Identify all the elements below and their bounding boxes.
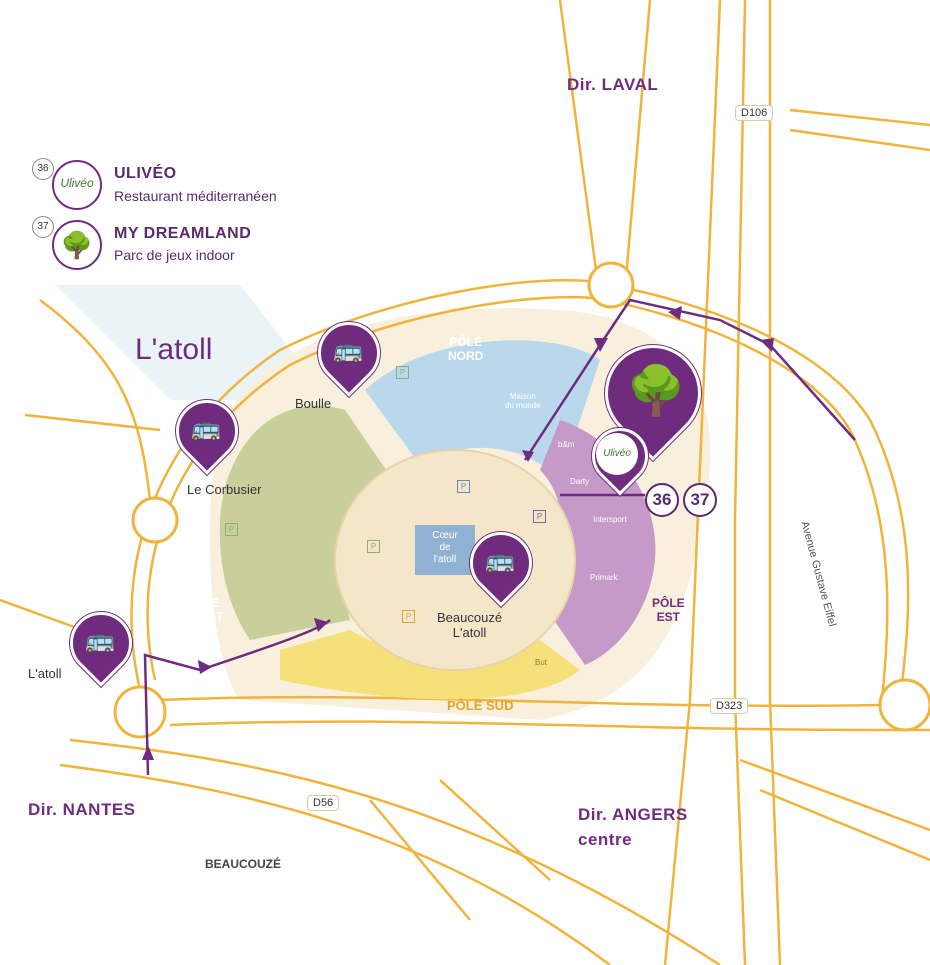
shop-maison-line2: du monde: [505, 401, 541, 410]
pole-ouest-line1: PÔLE: [186, 596, 219, 610]
coeur-line1: Cœur: [432, 530, 458, 541]
shop-maison-line1: Maison: [509, 392, 536, 401]
legend-dreamland-desc: Parc de jeux indoor: [114, 247, 235, 263]
coeur-block: [415, 525, 475, 575]
pole-nord-area: [365, 340, 600, 480]
pole-nord-line1: PÔLE: [449, 335, 482, 349]
legend-number-36: 36: [32, 158, 54, 180]
shop-intersport: Intersport: [593, 515, 627, 524]
stop-beaucouze-line1: Beaucouzé: [437, 610, 503, 625]
pole-est-line2: EST: [656, 610, 680, 624]
coeur-line2: de: [439, 542, 451, 553]
direction-angers-centre: centre: [578, 830, 633, 849]
uliveo-logo-text: Ulivéo: [60, 176, 94, 190]
shop-primark: Primark: [590, 573, 618, 582]
stop-corbusier: Le Corbusier: [187, 482, 262, 497]
tree-icon: 🌳: [60, 230, 94, 260]
parking-icon: P: [367, 540, 380, 553]
badge-36: 36: [645, 483, 679, 517]
badge-37: 37: [683, 483, 717, 517]
legend-uliveo-desc: Restaurant méditerranéen: [114, 188, 277, 204]
park-area: [55, 285, 330, 400]
road-d106: D106: [735, 105, 774, 121]
road-d56: D56: [307, 795, 340, 811]
direction-nantes: Dir. NANTES: [28, 800, 136, 819]
stop-latoll: L'atoll: [28, 666, 62, 681]
bus-icon: 🚌: [85, 627, 115, 654]
coeur-line3: l'atoll: [433, 554, 457, 565]
parking-icon: P: [402, 610, 415, 623]
shop-bm: b&m: [558, 440, 575, 449]
direction-angers: Dir. ANGERS: [578, 805, 688, 824]
pole-ouest-label: PÔLE OUEST: [182, 596, 223, 624]
uliveo-pin-logo: Ulivéo: [596, 433, 638, 475]
pole-est-label: PÔLE EST: [652, 596, 685, 624]
parking-icon: P: [533, 510, 546, 523]
direction-laval: Dir. LAVAL: [567, 75, 659, 94]
dreamland-logo: 🌳: [52, 220, 102, 270]
bus-icon: 🚌: [485, 547, 515, 574]
pole-nord-line2: NORD: [448, 349, 484, 363]
shop-but: But: [535, 658, 548, 667]
pole-ouest-area: [219, 405, 400, 640]
pole-sud-label: PÔLE SUD: [447, 698, 514, 713]
legend-dreamland-title: MY DREAMLAND: [114, 225, 252, 242]
coeur-label: Cœur de l'atoll: [420, 530, 470, 566]
tree-icon: 🌳: [626, 365, 686, 418]
parking-icon: P: [457, 480, 470, 493]
legend-number-37: 37: [32, 216, 54, 238]
shop-maison-du-monde: Maison du monde: [505, 392, 541, 410]
road-d323: D323: [710, 698, 749, 714]
shop-darty: Darty: [570, 477, 590, 486]
pole-ouest-line2: OUEST: [182, 610, 224, 624]
stop-beaucouze-line2: L'atoll: [452, 625, 487, 640]
stop-beaucouze: Beaucouzé L'atoll: [437, 610, 502, 640]
bus-icon: 🚌: [191, 415, 221, 442]
pole-nord-label: PÔLE NORD: [448, 335, 483, 363]
town-label: BEAUCOUZÉ: [205, 857, 282, 871]
bus-icon: 🚌: [333, 337, 363, 364]
uliveo-logo: Ulivéo: [52, 160, 102, 210]
parking-icon: P: [225, 523, 238, 536]
place-title: L'atoll: [135, 333, 213, 366]
roundabouts: [113, 261, 930, 739]
route-arrows: [142, 306, 774, 760]
legend-uliveo-title: ULIVÉO: [114, 165, 177, 182]
parking-icon: P: [396, 366, 409, 379]
stop-boulle: Boulle: [295, 396, 332, 411]
pole-est-line1: PÔLE: [652, 596, 685, 610]
